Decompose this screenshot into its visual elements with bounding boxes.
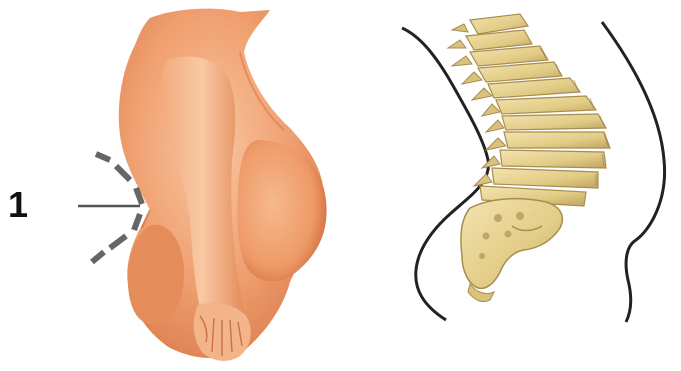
- callout-number: 1: [8, 185, 28, 225]
- front-contour: [602, 22, 665, 322]
- callout-arc-bottom: [134, 214, 140, 230]
- spine-side-view-icon: [402, 14, 665, 322]
- torso-side-view-icon: [119, 9, 327, 361]
- callout-arc-top: [96, 154, 110, 160]
- sacrum: [461, 199, 562, 289]
